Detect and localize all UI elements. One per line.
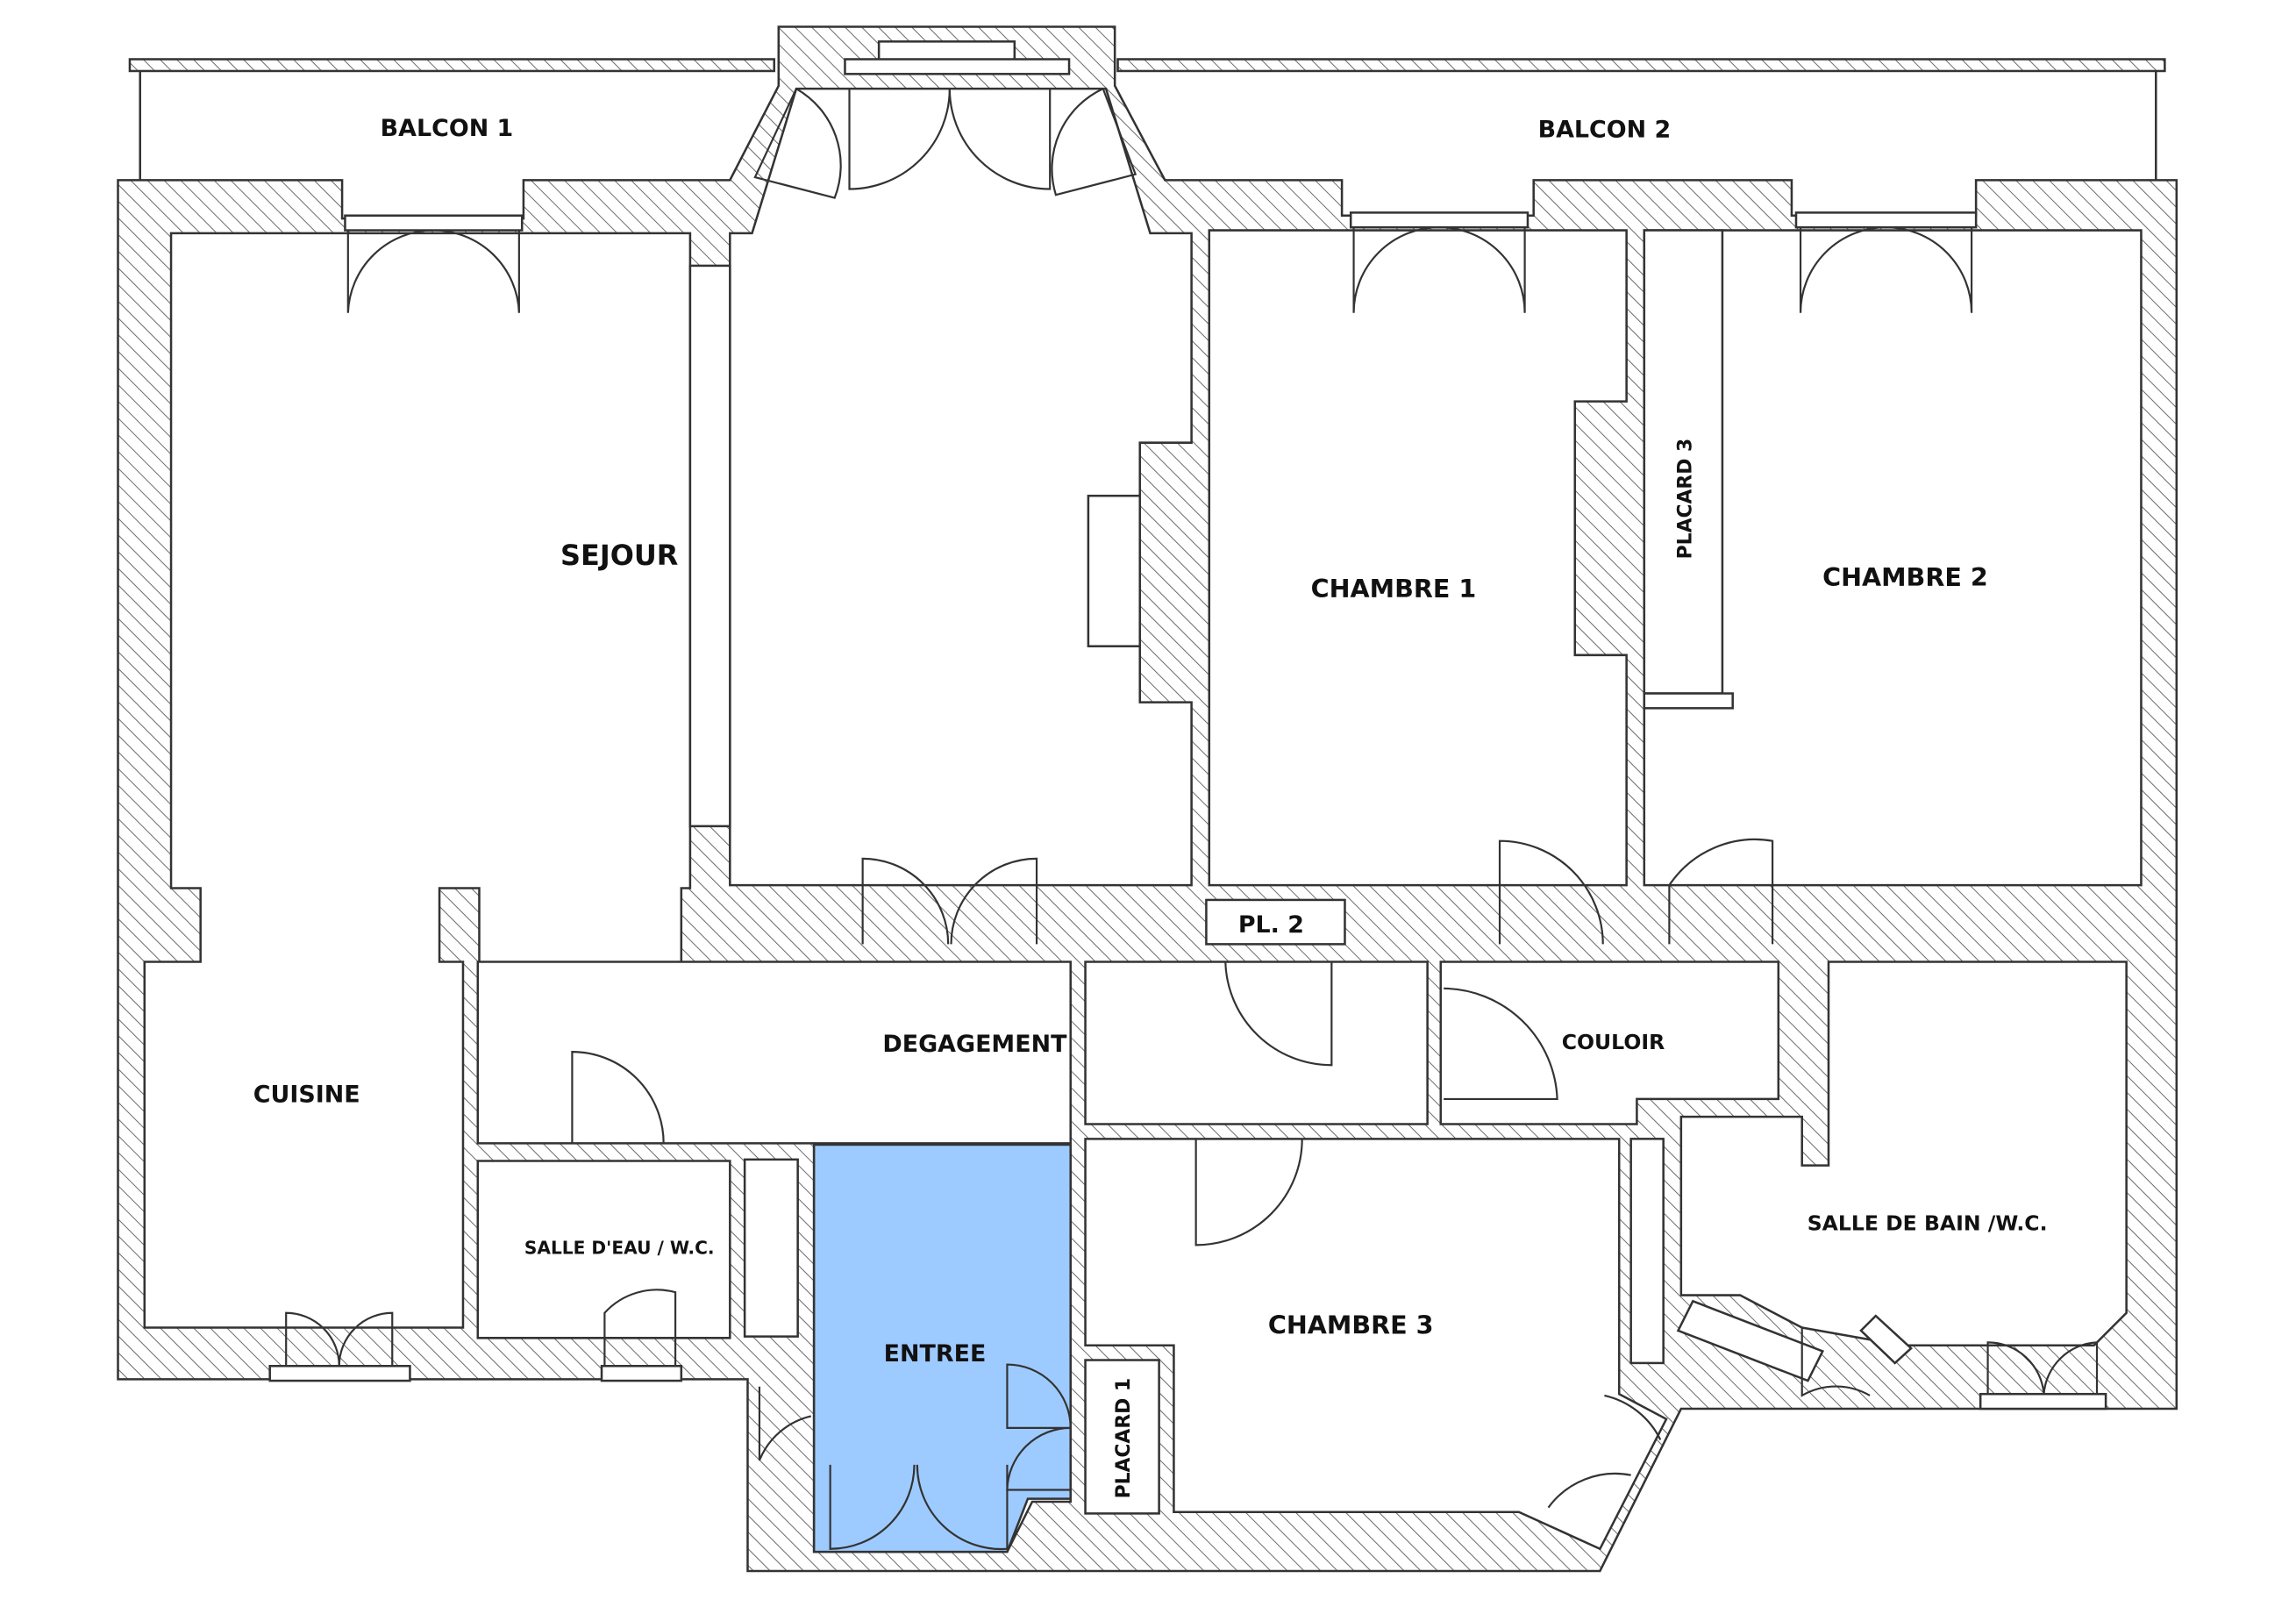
label-chambre-1: CHAMBRE 1 (1311, 574, 1477, 603)
label-salle-eau: SALLE D'EAU / W.C. (524, 1237, 715, 1258)
label-cuisine: CUISINE (253, 1081, 360, 1108)
label-degagement: DEGAGEMENT (882, 1031, 1067, 1058)
entree-highlight (812, 1143, 1072, 1553)
label-balcon-1: BALCON 1 (381, 115, 514, 142)
label-chambre-3: CHAMBRE 3 (1268, 1310, 1434, 1339)
label-salle-bain: SALLE DE BAIN /W.C. (1808, 1211, 2048, 1236)
label-pl-2: PL. 2 (1238, 911, 1304, 939)
walls (117, 25, 2178, 1573)
label-couloir: COULOIR (1562, 1030, 1665, 1054)
label-balcon-2: BALCON 2 (1538, 117, 1672, 144)
doors (285, 88, 2099, 1551)
label-entree: ENTREE (884, 1340, 987, 1368)
label-placard-1: PLACARD 1 (1113, 1378, 1135, 1499)
balcony-outline (128, 58, 2166, 181)
label-sejour: SEJOUR (560, 539, 678, 572)
room-labels: BALCON 1 BALCON 2 SEJOUR CHAMBRE 1 PLACA… (253, 115, 2048, 1498)
windows (268, 58, 2107, 1410)
fixtures (743, 40, 1914, 1515)
label-placard-3: PLACARD 3 (1675, 439, 1697, 560)
label-chambre-2: CHAMBRE 2 (1822, 562, 1988, 592)
